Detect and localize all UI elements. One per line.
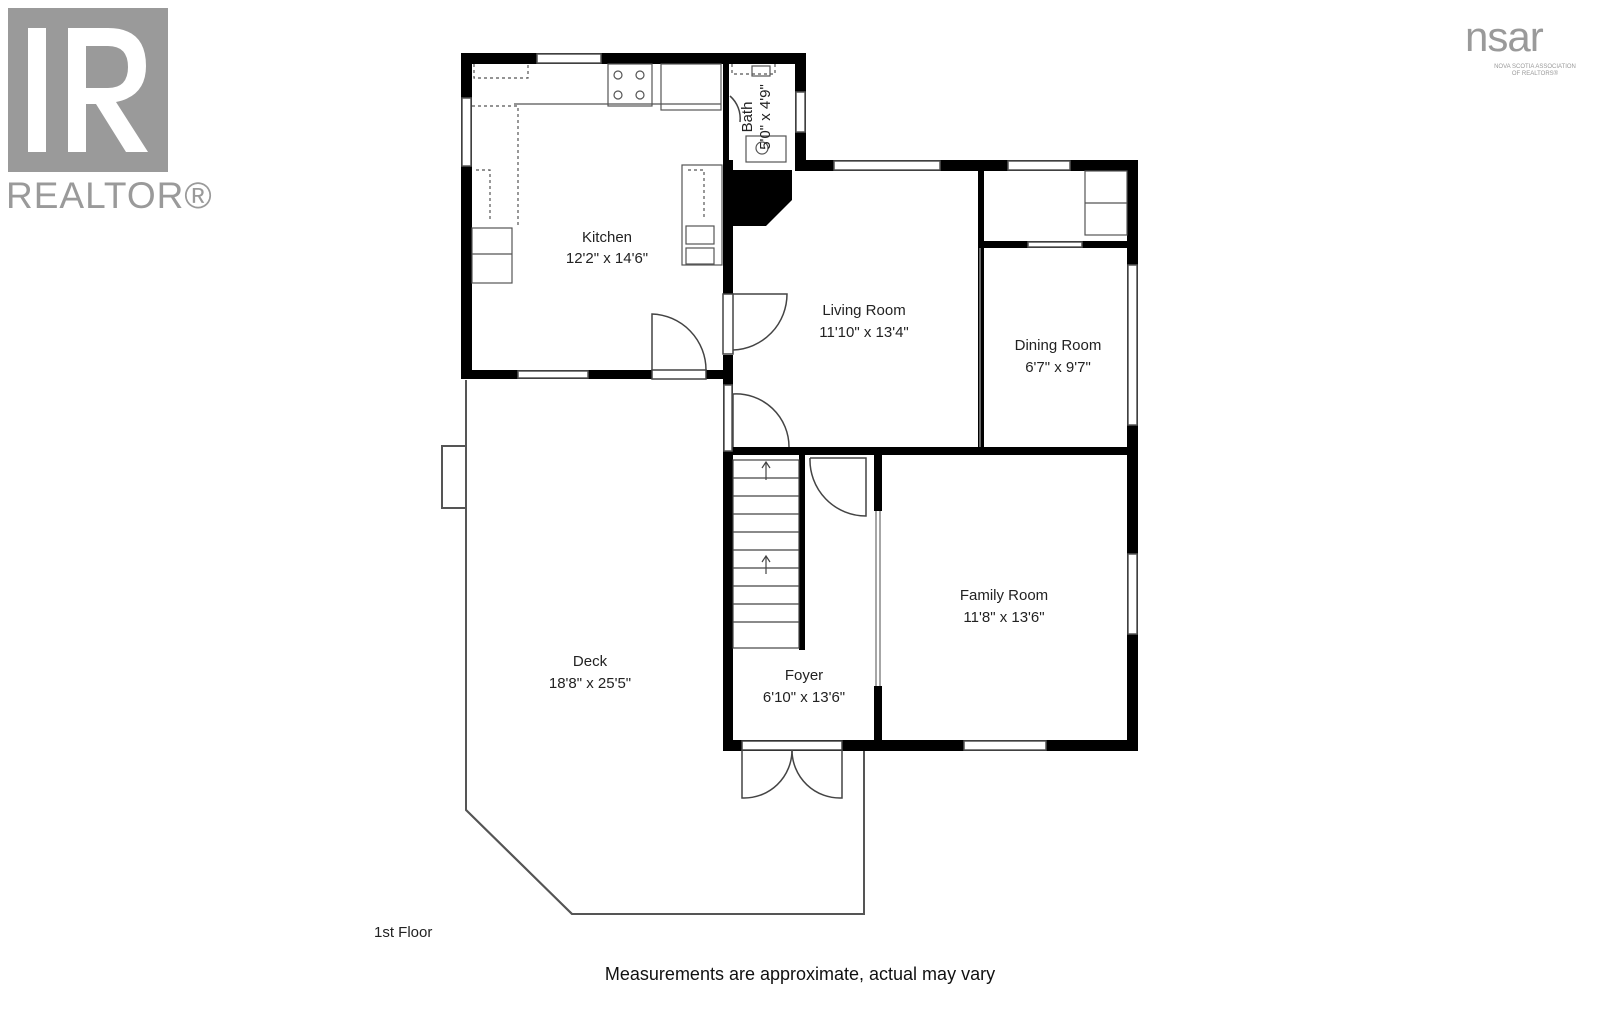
realtor-wordmark: REALTOR®	[6, 175, 213, 216]
deck-name: Deck	[573, 653, 608, 670]
nsar-subtitle-line1: NOVA SCOTIA ASSOCIATION	[1494, 64, 1576, 70]
nsar-logo: nsar	[1465, 13, 1544, 60]
kitchen-name: Kitchen	[582, 229, 632, 246]
floor-label: 1st Floor	[374, 924, 433, 941]
dining-dims: 6'7" x 9'7"	[1025, 359, 1091, 376]
kitchen-dims: 12'2" x 14'6"	[566, 250, 648, 267]
deck-dims: 18'8" x 25'5"	[549, 675, 631, 692]
windows	[461, 53, 1138, 751]
disclaimer: Measurements are approximate, actual may…	[604, 964, 996, 984]
nsar-subtitle-line2: OF REALTORS®	[1511, 71, 1559, 77]
foyer-name: Foyer	[785, 667, 823, 684]
thin-partitions	[875, 248, 981, 686]
realtor-logo-icon	[8, 8, 168, 172]
living-dims: 11'10" x 13'4"	[819, 324, 909, 341]
kitchen-fixtures	[471, 63, 723, 284]
bath-name: Bath	[739, 102, 756, 133]
room-labels: Kitchen 12'2" x 14'6" Bath 5'0" x 4'9" L…	[549, 84, 1101, 706]
stairs	[732, 459, 800, 649]
bath-dims: 5'0" x 4'9"	[757, 84, 774, 150]
dining-fixtures	[1084, 170, 1128, 236]
bath-fixtures	[731, 64, 787, 163]
foyer-dims: 6'10" x 13'6"	[763, 689, 845, 706]
family-name: Family Room	[960, 587, 1048, 604]
family-dims: 11'8" x 13'6"	[963, 609, 1044, 626]
doors	[651, 95, 867, 799]
dining-name: Dining Room	[1015, 337, 1102, 354]
deck-outline	[441, 380, 865, 915]
living-name: Living Room	[822, 302, 905, 319]
nsar-subtitle: NOVA SCOTIA ASSOCIATION OF REALTORS®	[1475, 64, 1595, 78]
